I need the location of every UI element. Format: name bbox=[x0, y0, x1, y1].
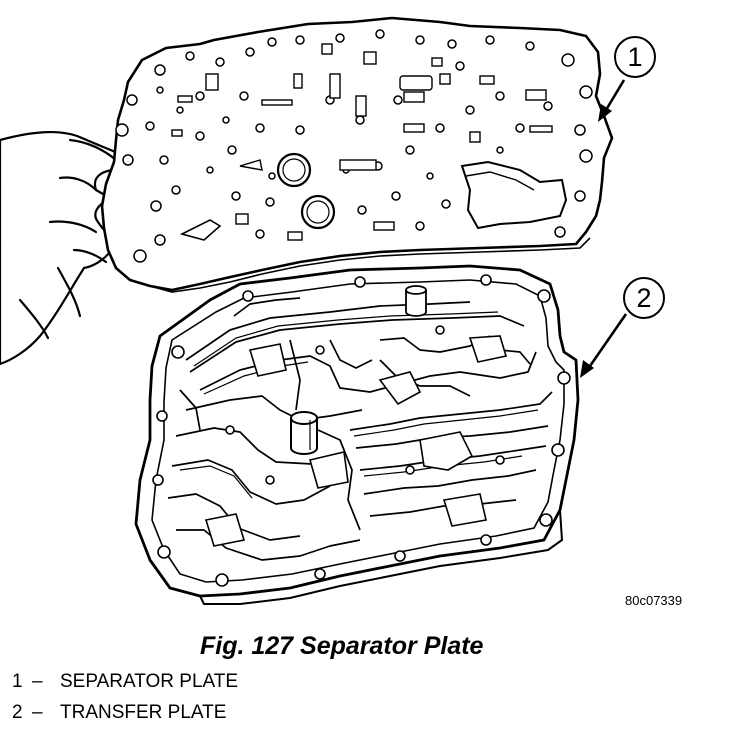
figure-caption: Fig. 127 Separator Plate bbox=[200, 632, 484, 660]
leader-arrow-2 bbox=[580, 313, 628, 378]
transfer-plate-boss bbox=[290, 411, 318, 455]
legend-number: 1 bbox=[12, 671, 23, 692]
legend-item: 1–SEPARATOR PLATE bbox=[12, 671, 238, 693]
transfer-plate bbox=[134, 264, 580, 605]
legend-label: TRANSFER PLATE bbox=[60, 702, 227, 723]
legend-dash: – bbox=[32, 702, 43, 723]
separator-plate-illustration bbox=[0, 16, 628, 605]
separator-plate-cutout bbox=[460, 160, 568, 230]
separator-plate-outline bbox=[100, 16, 614, 292]
callout-1: 1 bbox=[614, 36, 656, 78]
transfer-plate-rear-boss bbox=[405, 285, 427, 317]
legend-dash: – bbox=[32, 671, 43, 692]
figure-id: 80c07339 bbox=[625, 593, 683, 608]
legend-number: 2 bbox=[12, 702, 23, 723]
separator-plate bbox=[100, 16, 614, 293]
callout-2: 2 bbox=[623, 277, 665, 319]
leader-arrow-1 bbox=[598, 79, 626, 122]
hand-drawing bbox=[0, 130, 127, 366]
legend-item: 2–TRANSFER PLATE bbox=[12, 702, 226, 724]
legend-label: SEPARATOR PLATE bbox=[60, 671, 239, 692]
